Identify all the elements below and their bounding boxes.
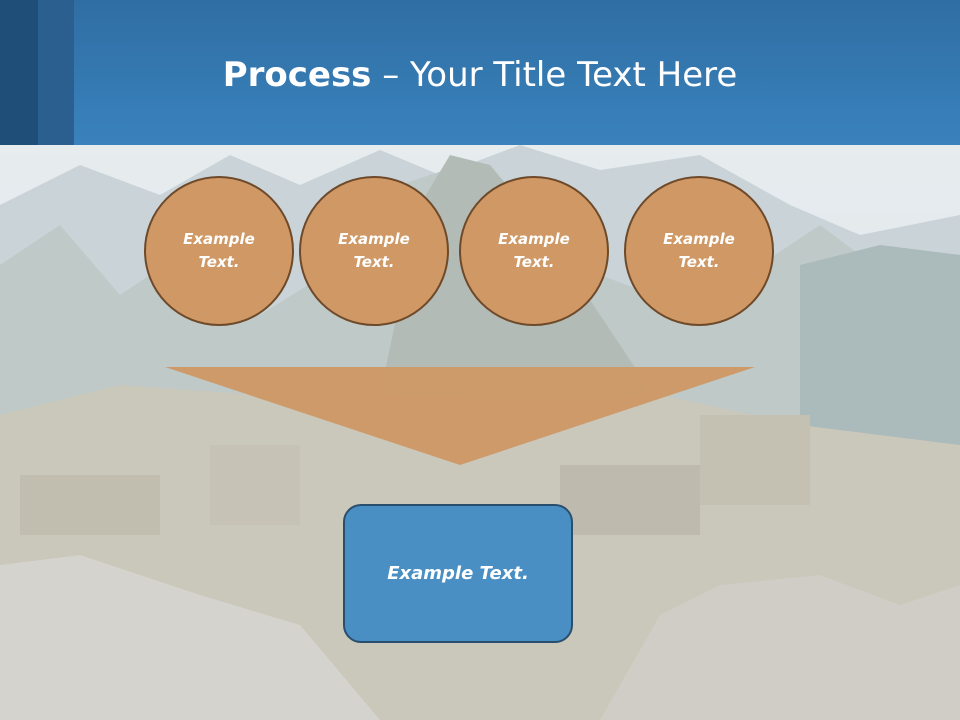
step-circle-label: Example Text. xyxy=(183,230,255,271)
step-circle-label: Example Text. xyxy=(338,230,410,271)
header-accent-stripe xyxy=(0,0,38,145)
step-circle-label: Example Text. xyxy=(663,230,735,271)
step-circle-label: Example Text. xyxy=(498,230,570,271)
result-box: Example Text. xyxy=(343,504,573,643)
title-bold-text: Process xyxy=(222,55,372,95)
title-rest-text: – Your Title Text Here xyxy=(371,55,738,95)
result-label: Example Text. xyxy=(387,563,529,584)
funnel-arrow xyxy=(165,367,755,465)
step-circle-4: Example Text. xyxy=(624,176,774,326)
header-accent-stripe-2 xyxy=(38,0,74,145)
step-circle-1: Example Text. xyxy=(144,176,294,326)
step-circle-3: Example Text. xyxy=(459,176,609,326)
step-circle-2: Example Text. xyxy=(299,176,449,326)
title-bar xyxy=(0,0,960,145)
slide-title: Process – Your Title Text Here xyxy=(0,52,960,98)
